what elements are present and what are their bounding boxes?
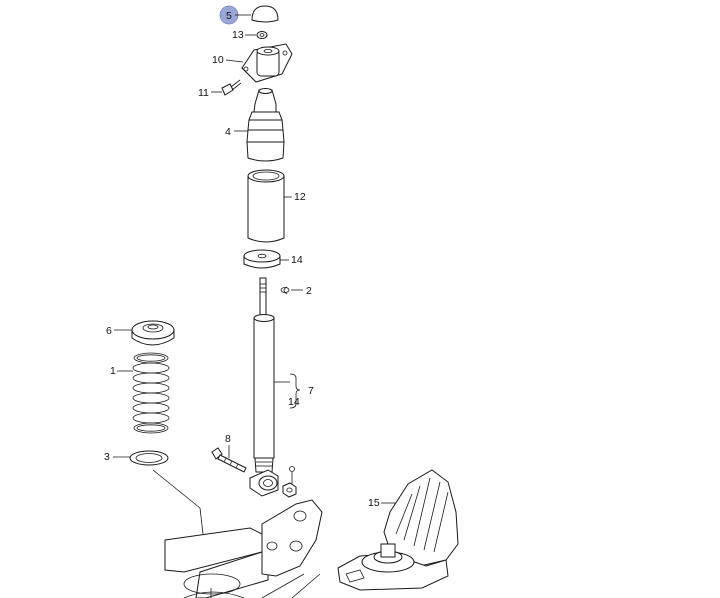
- part-1-coil-spring[interactable]: 1: [110, 352, 170, 434]
- part-4-bump-stop[interactable]: 4: [225, 88, 285, 162]
- part-13-nut[interactable]: 13: [232, 29, 268, 41]
- part-11-bolt[interactable]: 11: [198, 79, 242, 99]
- callout-5: 5: [226, 10, 232, 22]
- callout-7: 7: [308, 385, 314, 397]
- callout-11: 11: [198, 87, 209, 99]
- callout-12: 12: [294, 191, 306, 203]
- callout-6: 6: [106, 325, 112, 337]
- part-14-washer[interactable]: 14: [243, 249, 303, 269]
- callout-14-washer: 14: [291, 254, 303, 266]
- lower-nut-washer[interactable]: [282, 466, 297, 498]
- part-3-lower-spring-seat[interactable]: 3: [104, 450, 169, 466]
- callout-8: 8: [225, 433, 231, 445]
- part-10-top-mount[interactable]: 10: [212, 43, 293, 83]
- rear-axle-beam: [152, 469, 323, 598]
- part-12-protective-sleeve[interactable]: 12: [247, 169, 306, 243]
- part-7-shock-absorber[interactable]: 7 14: [249, 277, 314, 497]
- part-2-circlip[interactable]: 2: [280, 285, 312, 297]
- callout-4: 4: [225, 126, 231, 138]
- callout-3: 3: [104, 451, 110, 463]
- callout-14-shock: 14: [288, 396, 300, 408]
- part-8-bolt[interactable]: 8: [211, 433, 247, 473]
- part-6-spring-seat[interactable]: 6: [106, 320, 175, 346]
- part-5-dust-cap[interactable]: 5: [219, 5, 279, 25]
- part-15-protective-cover[interactable]: 15: [337, 469, 459, 591]
- callout-1: 1: [110, 365, 116, 377]
- callout-13: 13: [232, 29, 244, 41]
- callout-2: 2: [306, 285, 312, 297]
- callout-15: 15: [368, 497, 380, 509]
- callout-10: 10: [212, 54, 224, 66]
